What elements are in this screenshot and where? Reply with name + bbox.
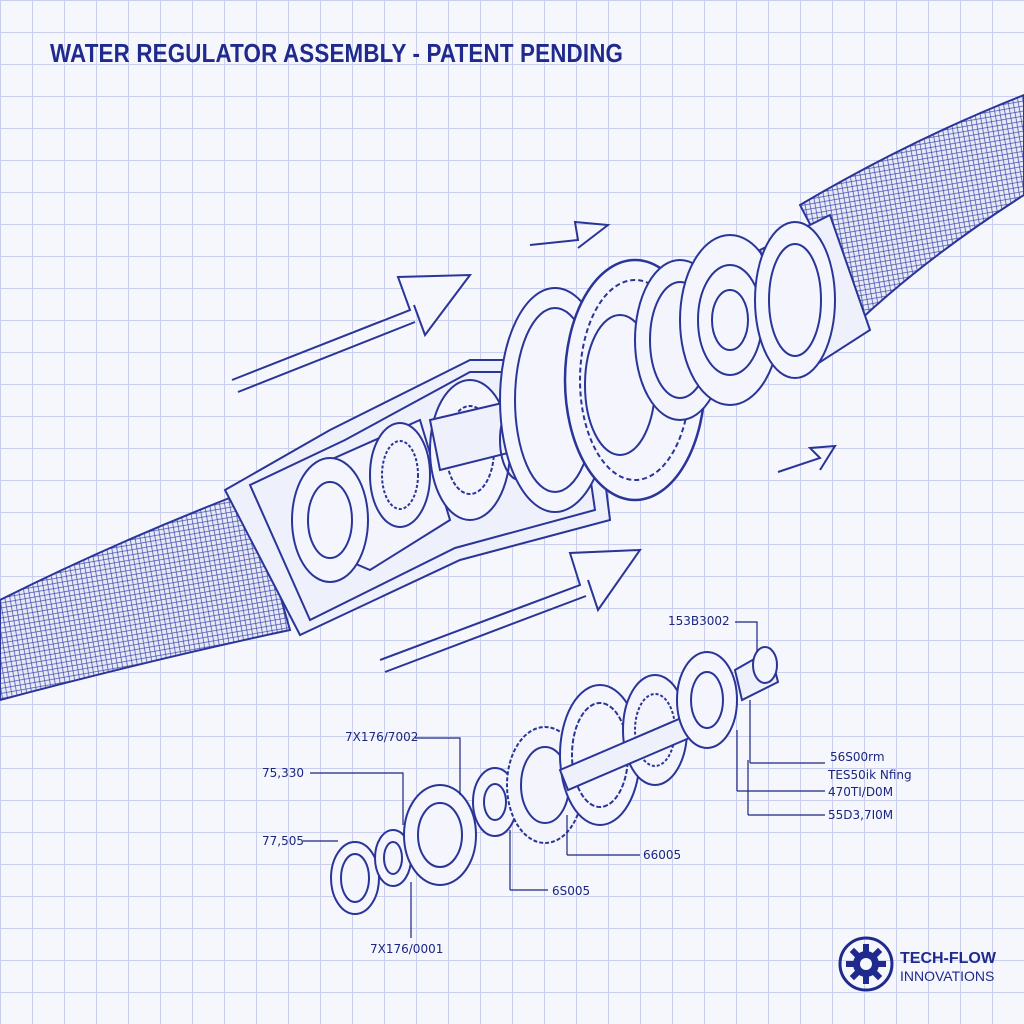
callout-6s005: 6S005 xyxy=(552,884,591,898)
leader-c7 xyxy=(566,815,640,856)
logo-name: TECH-FLOW xyxy=(900,950,996,967)
callout-7x176-7002: 7X176/7002 xyxy=(345,730,419,744)
page-title: WATER REGULATOR ASSEMBLY - PATENT PENDIN… xyxy=(50,38,624,68)
leader-c2 xyxy=(415,737,461,795)
leader-c6 xyxy=(509,830,548,891)
callout-55d3-7i0m: 55D3,7I0M xyxy=(828,808,894,822)
gear-icon xyxy=(838,936,894,992)
bearing xyxy=(676,651,738,749)
callout-7x176-0001: 7X176/0001 xyxy=(370,942,444,956)
flow-arrow-3 xyxy=(529,220,611,249)
washer-large xyxy=(403,784,477,886)
callout-75-330: 75,330 xyxy=(262,766,304,780)
flow-arrow-2 xyxy=(379,548,642,661)
right-hose xyxy=(798,93,1024,322)
leader-c10 xyxy=(736,730,825,792)
flow-arrow-4 xyxy=(777,444,837,473)
callout-77-505: 77,505 xyxy=(262,834,304,848)
callout-tes50ik-nfing: TES50ik Nfing xyxy=(828,768,912,782)
company-logo: TECH-FLOW INNOVATIONS xyxy=(838,936,1018,996)
callout-66005: 66005 xyxy=(643,848,682,862)
leader-c3 xyxy=(310,772,404,825)
leader-c11 xyxy=(747,760,825,816)
callout-56s00rm: 56S00rm xyxy=(830,750,885,764)
seal-ring-small xyxy=(330,841,380,915)
leader-c1 xyxy=(735,621,758,652)
leader-c8 xyxy=(749,700,825,764)
flow-arrow-1 xyxy=(231,273,473,381)
logo-subtitle: INNOVATIONS xyxy=(900,968,995,984)
inner-cylinder xyxy=(291,457,369,583)
callout-153b3002: 153B3002 xyxy=(668,614,730,628)
left-hose xyxy=(0,488,292,702)
callout-470ti-d0m: 470TI/D0M xyxy=(828,785,894,799)
inner-gear xyxy=(369,422,431,528)
